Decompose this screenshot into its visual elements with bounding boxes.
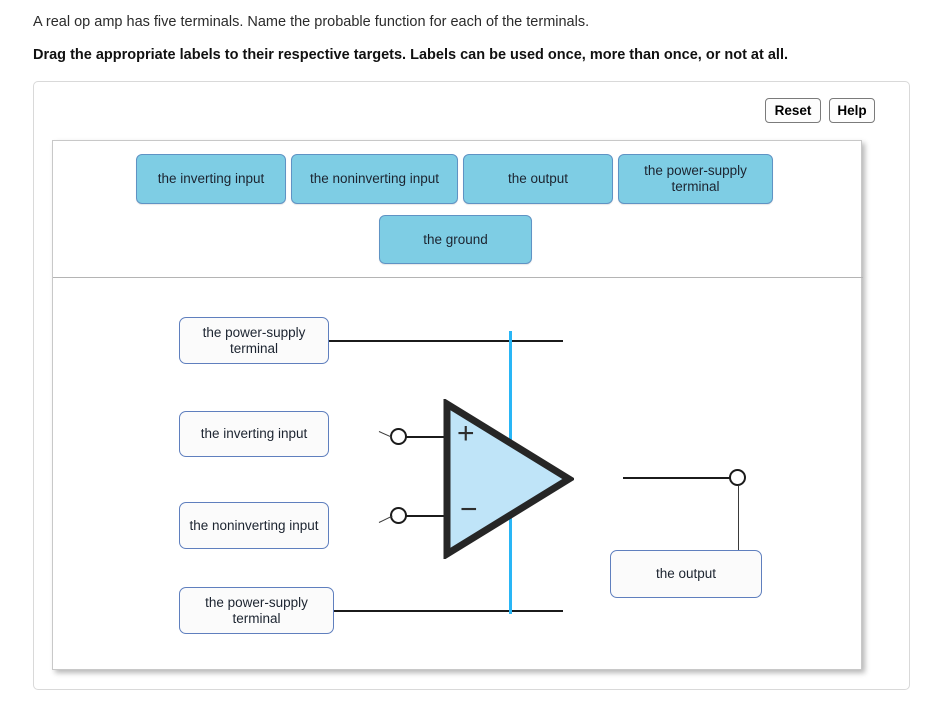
wire-output (623, 477, 733, 479)
label-chip-noninverting-input[interactable]: the noninverting input (291, 154, 458, 204)
opamp-triangle (442, 397, 576, 561)
label-chip-output[interactable]: the output (463, 154, 613, 204)
reset-button[interactable]: Reset (765, 98, 821, 123)
drag-drop-panel: the inverting input the noninverting inp… (52, 140, 863, 670)
leader-line-output (738, 486, 739, 574)
help-button[interactable]: Help (829, 98, 875, 123)
answer-box-bottom-power-supply[interactable]: the power-supply terminal (179, 587, 334, 634)
wire-bottom-supply (334, 610, 563, 612)
answer-box-output[interactable]: the output (610, 550, 762, 598)
label-chip-power-supply-terminal[interactable]: the power-supply terminal (618, 154, 773, 204)
question-instruction-text: Drag the appropriate labels to their res… (33, 47, 789, 63)
question-intro-text: A real op amp has five terminals. Name t… (33, 14, 590, 30)
bank-divider (53, 277, 863, 278)
terminal-circle-inverting (390, 428, 407, 445)
answer-box-noninverting-input[interactable]: the noninverting input (179, 502, 329, 549)
inverting-minus-symbol: − (460, 493, 478, 526)
label-chip-ground[interactable]: the ground (379, 215, 532, 264)
label-chip-inverting-input[interactable]: the inverting input (136, 154, 286, 204)
noninverting-plus-symbol: + (457, 417, 475, 450)
answer-box-top-power-supply[interactable]: the power-supply terminal (179, 317, 329, 364)
wire-top-supply (329, 340, 563, 342)
terminal-circle-output (729, 469, 746, 486)
answer-box-inverting-input[interactable]: the inverting input (179, 411, 329, 457)
